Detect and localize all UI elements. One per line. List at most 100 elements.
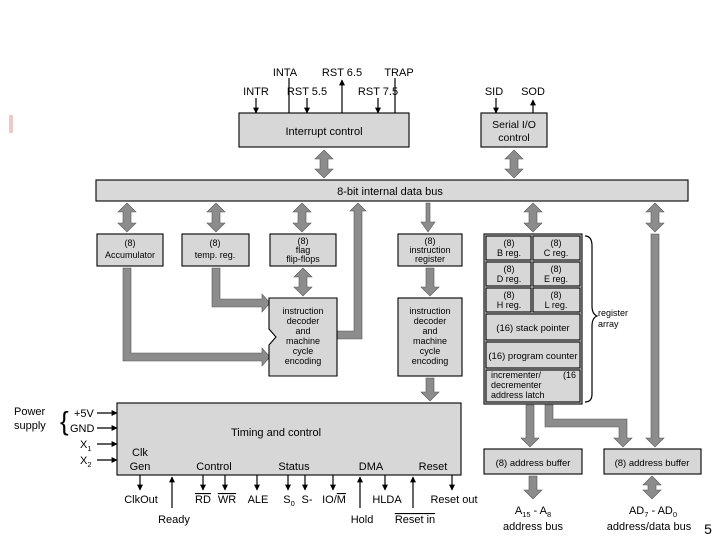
a8-prefix: - A	[531, 505, 548, 517]
h-reg-size: (8)	[504, 290, 515, 300]
rst75-label: RST 7.5	[358, 86, 398, 98]
accumulator-to-alu-flow-arrow	[122, 267, 271, 367]
b-reg-size: (8)	[504, 238, 515, 248]
hlda-label: HLDA	[372, 494, 402, 506]
stack-pointer-cell	[485, 313, 581, 341]
high-address-bus-label-line1: A15 - A8	[515, 505, 551, 519]
flags-alu-double-arrow	[293, 267, 313, 297]
incdec-line3: address latch	[491, 390, 545, 400]
alu-decoder-line-6: encoding	[285, 356, 322, 366]
l-reg-size: (8)	[551, 290, 562, 300]
stack-pointer-label: (16) stack pointer	[496, 323, 569, 334]
e-reg-size: (8)	[551, 264, 562, 274]
e-reg-name: E reg.	[544, 274, 568, 284]
ad7-prefix: AD	[629, 505, 644, 517]
register-array-label-line2: array	[598, 319, 619, 329]
alu-decoder-line-5: cycle	[293, 346, 314, 356]
a15-subscript: 15	[522, 510, 530, 519]
instruction-register-line2: register	[415, 254, 445, 264]
latch-to-high-address-buffer-arrow	[520, 404, 540, 448]
accumulator-size: (8)	[125, 238, 136, 248]
a15-prefix: A	[515, 505, 523, 517]
temp-reg-block	[181, 233, 250, 267]
internal-data-bus-label: 8-bit internal data bus	[337, 186, 443, 198]
instruction-register-size: (8)	[425, 236, 436, 246]
high-address-buffer-label: (8) address buffer	[496, 458, 571, 469]
b-reg-name: B reg.	[497, 248, 521, 258]
ready-label: Ready	[158, 514, 190, 526]
decoder-line-5: cycle	[420, 346, 441, 356]
temp-reg-bus-double-arrow	[206, 202, 226, 233]
address-data-bus-double-arrow	[642, 475, 662, 500]
status-group-label: Status	[278, 461, 310, 473]
d-reg-cell	[485, 261, 532, 287]
ad7-subscript: 7	[644, 510, 648, 519]
serial-io-label-line2: control	[498, 132, 530, 144]
serial-bus-double-arrow	[504, 149, 524, 179]
program-counter-label: (16) program counter	[488, 351, 577, 362]
reset-out-label: Reset out	[430, 494, 477, 506]
h-reg-cell	[485, 287, 532, 313]
instruction-decoder-text: instruction decoder and machine cycle en…	[409, 306, 450, 366]
s1-label: S-	[302, 494, 313, 506]
decoder-line-2: decoder	[414, 316, 447, 326]
accumulator-block	[96, 233, 164, 267]
instruction-decoder-block	[397, 297, 463, 377]
rd-label: RD	[195, 494, 211, 506]
alu-output-to-bus-arrow	[336, 202, 367, 340]
reset-group-label: Reset	[419, 461, 448, 473]
power-supply-line2: supply	[14, 420, 46, 432]
register-array-label-line1: register	[598, 308, 628, 318]
flags-bus-double-arrow	[292, 202, 312, 233]
high-address-buffer-block	[483, 448, 583, 475]
interrupt-control-label: Interrupt control	[285, 126, 362, 138]
l-reg-cell	[532, 287, 581, 313]
x1-label: X1	[80, 439, 92, 453]
high-address-bus-label-line2: address bus	[503, 521, 563, 533]
reset-in-label: Reset in	[395, 514, 435, 526]
iom-m-overline: M	[337, 494, 346, 506]
register-array-brace	[584, 235, 599, 403]
x1-subscript: 1	[87, 444, 91, 453]
program-counter-cell	[485, 341, 581, 369]
power-supply-brace: {	[60, 406, 69, 436]
bus-to-low-address-buffer-arrow-top	[645, 202, 665, 233]
alu-decoder-block	[268, 297, 338, 377]
page-number: 5	[704, 521, 712, 537]
latch-to-low-address-buffer-arrow	[544, 404, 633, 448]
decoder-to-timing-arrow	[420, 377, 440, 402]
hold-label: Hold	[351, 514, 374, 526]
ale-label: ALE	[248, 494, 269, 506]
low-address-buffer-block	[603, 448, 702, 475]
bus-to-low-address-buffer-arrow	[645, 233, 665, 448]
a8-subscript: 8	[547, 510, 551, 519]
timing-control-label: Timing and control	[231, 427, 321, 439]
sid-label: SID	[485, 86, 503, 98]
b-reg-cell	[485, 235, 532, 261]
power-supply-line1: Power	[14, 406, 46, 418]
accumulator-name: Accumulator	[105, 250, 155, 260]
x2-label: X2	[80, 455, 92, 469]
alu-decoder-line-1: instruction	[282, 306, 323, 316]
incdec-size: (16	[563, 370, 576, 380]
rst55-label: RST 5.5	[287, 86, 327, 98]
clk-gen-line1: Clk	[132, 447, 148, 459]
instruction-register-block	[397, 233, 463, 267]
x1-letter: X	[80, 439, 88, 451]
trap-label: TRAP	[384, 67, 413, 79]
wr-label: WR	[218, 494, 236, 506]
rst65-label: RST 6.5	[322, 67, 362, 79]
flags-line2: flip-flops	[286, 254, 320, 264]
s0-letter: S	[283, 494, 290, 506]
alu-decoder-text: instruction decoder and machine cycle en…	[282, 306, 323, 366]
incdec-line2: decrementer	[491, 380, 542, 390]
flags-line1: flag	[296, 245, 311, 255]
high-address-bus-out-arrow	[523, 475, 543, 500]
plus5v-label: +5V	[74, 408, 95, 420]
iom-prefix: IO/	[322, 494, 338, 506]
ad0-prefix: - AD	[648, 505, 673, 517]
instruction-register-to-decoder-arrow	[420, 267, 440, 297]
slide-decoration-mark	[9, 115, 13, 133]
temp-reg-name: temp. reg.	[195, 250, 236, 260]
